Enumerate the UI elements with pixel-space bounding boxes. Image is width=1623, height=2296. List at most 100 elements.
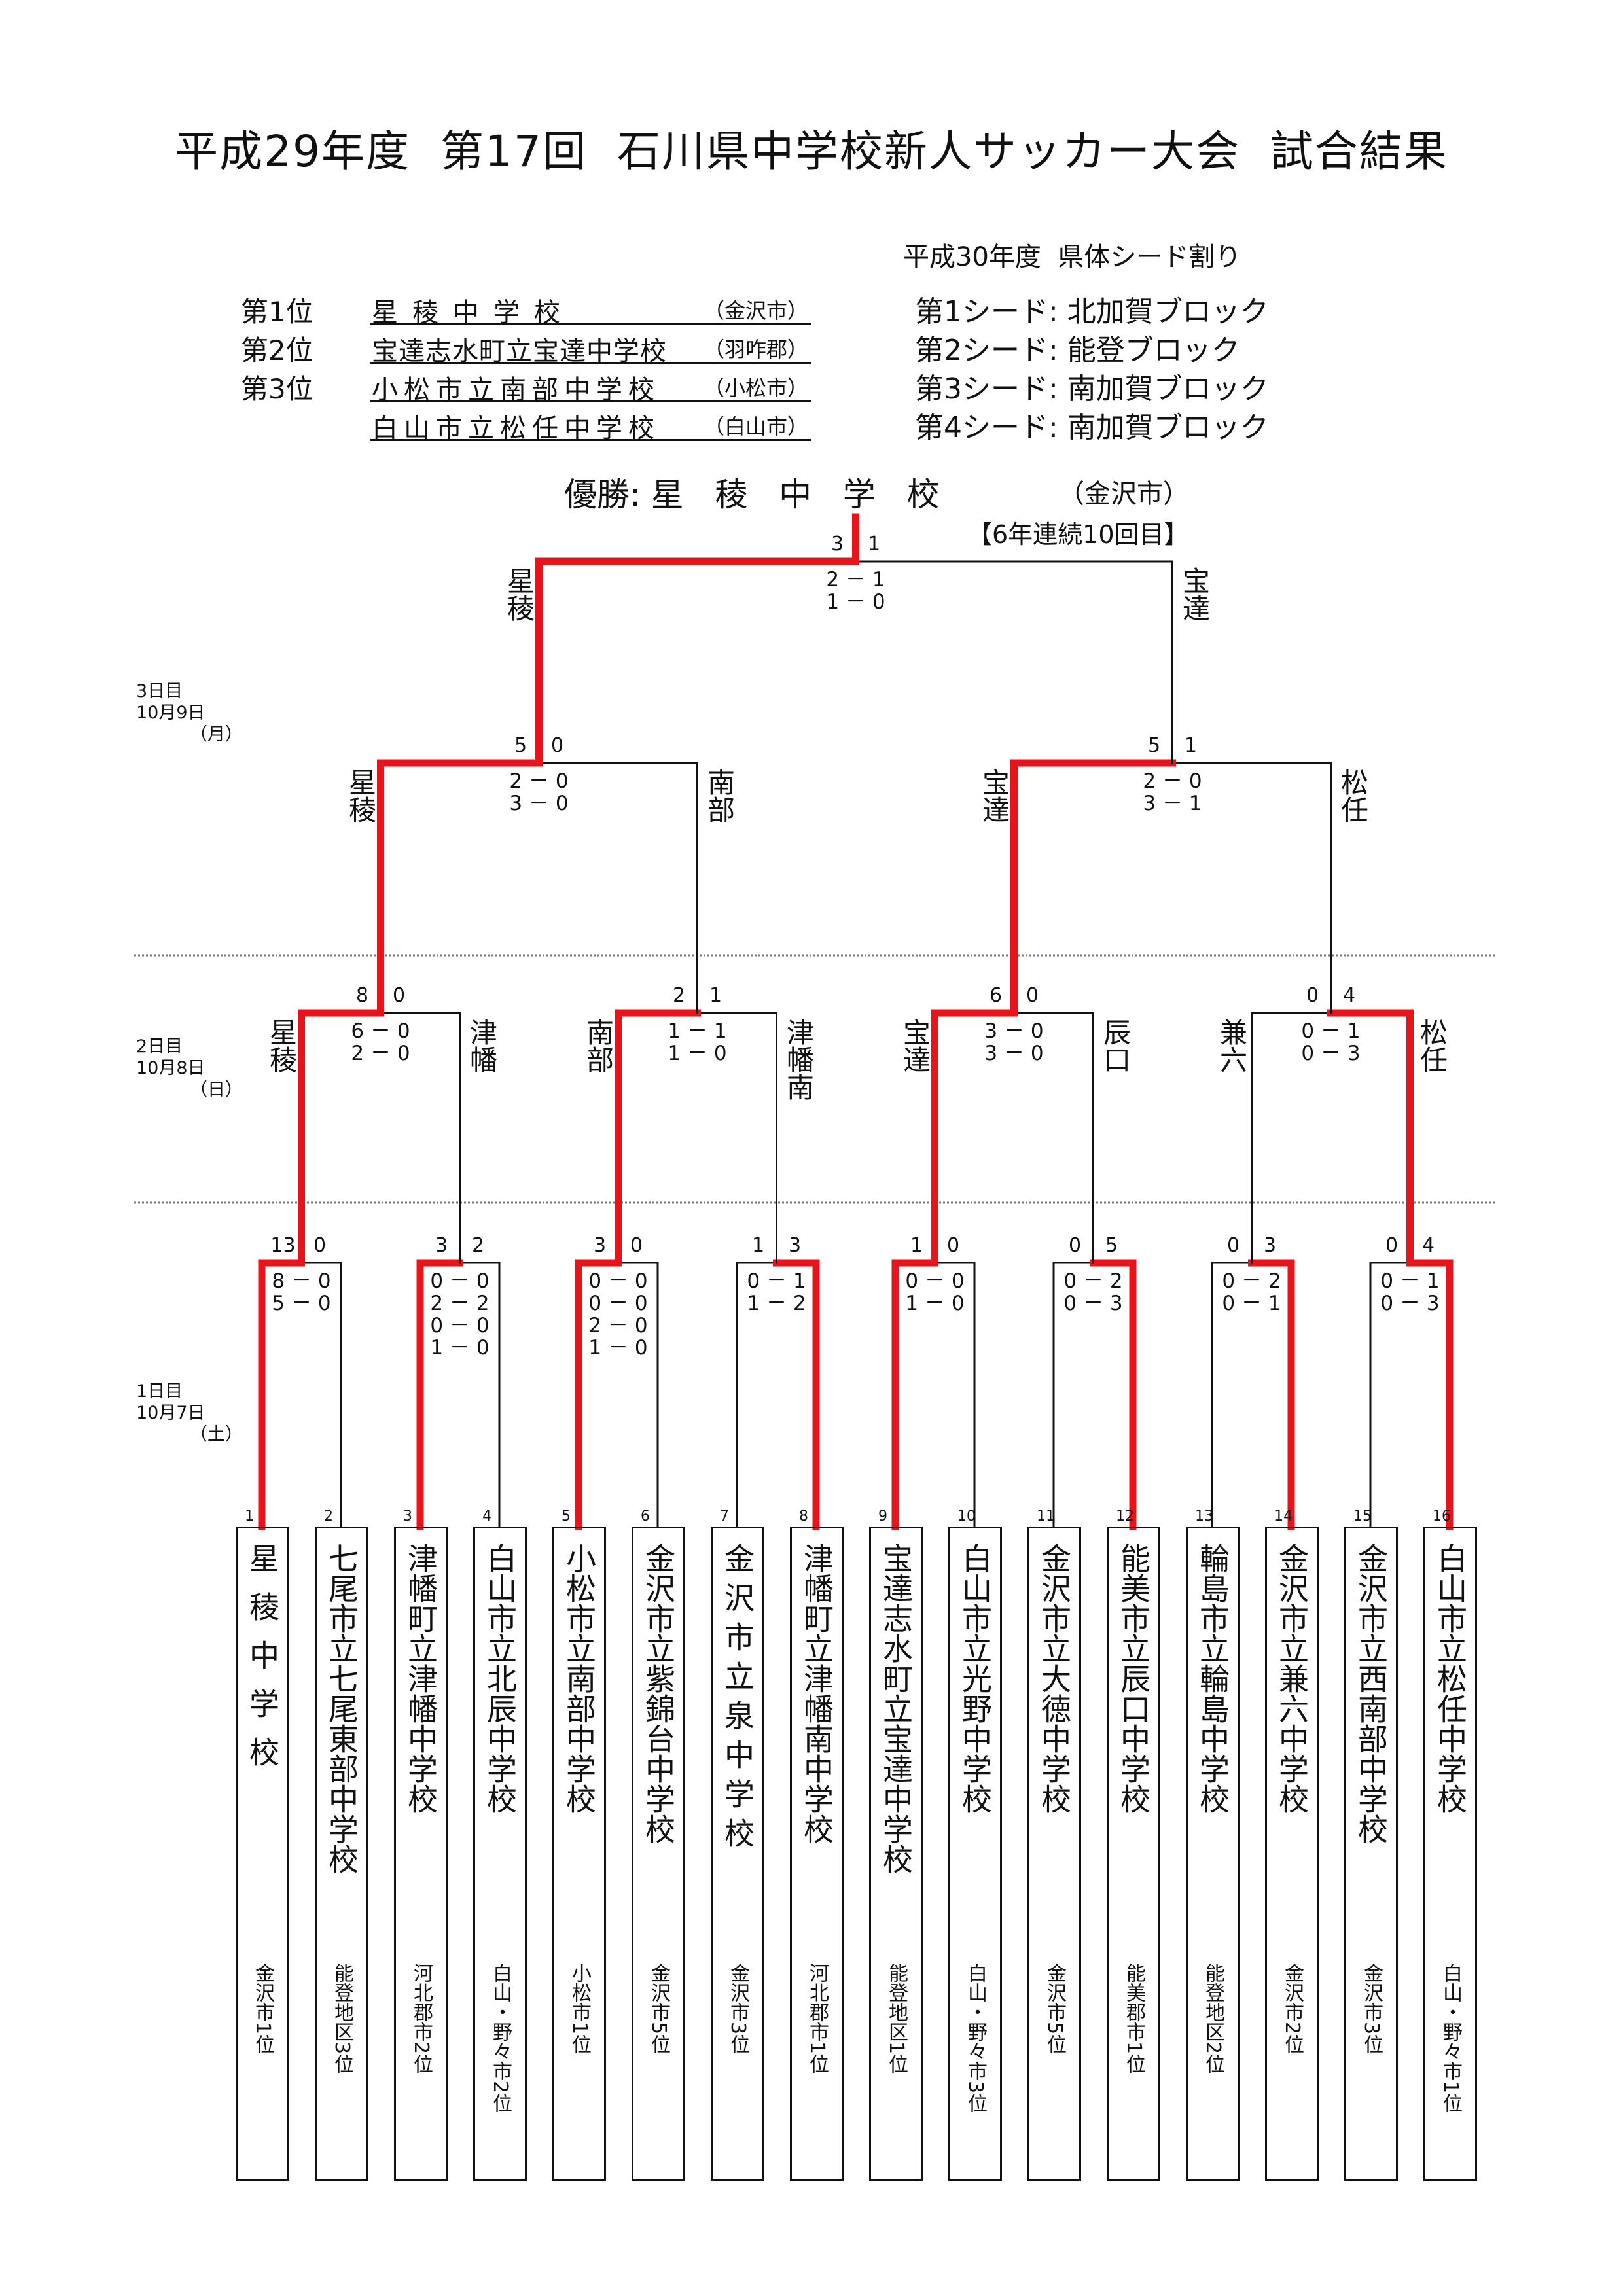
team-number: 15: [1353, 1508, 1372, 1525]
r1-1-score-a: 13: [270, 1234, 296, 1257]
team-number: 5: [562, 1508, 571, 1525]
r1-2-score-b: 2: [471, 1234, 485, 1257]
seed-item: 第4シード: 南加賀ブロック: [915, 411, 1269, 444]
school-name: 金沢市立大徳中学校: [1037, 1543, 1072, 1814]
r2-1-score-b: 0: [392, 984, 406, 1007]
r3-1-period-score: 2 － 0: [509, 769, 569, 793]
school-box: 津幡町立津幡南中学校河北郡市1位: [790, 1527, 844, 2181]
r1-2-period-score: 2 － 2: [430, 1292, 490, 1315]
r2-4-period-score: 0 － 3: [1301, 1042, 1361, 1065]
r1-1-score-b: 0: [313, 1234, 327, 1257]
school-name: 金沢市立兼六中学校: [1274, 1543, 1310, 1814]
r2-3-team-right: 辰口: [1099, 1018, 1132, 1073]
r3-2-period-score: 3 － 1: [1143, 792, 1202, 815]
r2-1-period-score: 2 － 0: [351, 1042, 410, 1065]
r2-2-period-score: 1 － 1: [668, 1019, 727, 1043]
r2-3-period-score: 3 － 0: [984, 1019, 1044, 1043]
school-name: 星稜中学校: [245, 1543, 280, 1785]
r2-3-period-score: 3 － 0: [984, 1042, 1044, 1065]
r2-2-team-right: 津幡南: [782, 1018, 815, 1101]
team-number: 13: [1195, 1508, 1213, 1525]
r1-3-score-a: 3: [593, 1234, 607, 1257]
school-box: 能美市立辰口中学校能美郡市1位: [1107, 1527, 1160, 2181]
team-number: 10: [957, 1508, 976, 1525]
school-rank: 白山・野々市1位: [1439, 1963, 1462, 2113]
school-box: 金沢市立兼六中学校金沢市2位: [1265, 1527, 1319, 2181]
rank-school: 白山市立松任中学校: [372, 414, 660, 444]
rank-label: 第1位: [241, 296, 313, 328]
final-period-score: 2 － 1: [826, 568, 885, 592]
r1-2-score-a: 3: [435, 1234, 448, 1257]
winner-streak: 【6年連続10回目】: [967, 520, 1189, 549]
r2-1-team-left: 星稜: [265, 1018, 298, 1073]
school-box: 小松市立南部中学校小松市1位: [552, 1527, 606, 2181]
r1-5-period-score: 0 － 0: [905, 1269, 965, 1293]
r2-1-score-a: 8: [355, 984, 369, 1007]
r3-1-team-left: 星稜: [344, 768, 377, 823]
team-number: 16: [1433, 1508, 1451, 1525]
school-name: 宝達志水町立宝達中学校: [878, 1543, 914, 1874]
school-box: 金沢市立紫錦台中学校金沢市5位: [632, 1527, 685, 2181]
school-rank: 金沢市2位: [1281, 1963, 1304, 2055]
school-name: 輪島市立輪島中学校: [1195, 1543, 1230, 1814]
school-rank: 金沢市1位: [251, 1963, 274, 2055]
final-team-right: 宝達: [1178, 567, 1211, 622]
final-score-a: 3: [830, 533, 844, 556]
seed-item: 第1シード: 北加賀ブロック: [915, 295, 1269, 328]
r1-7-score-a: 0: [1226, 1234, 1240, 1257]
team-number: 1: [245, 1508, 254, 1525]
r2-3-score-a: 6: [989, 984, 1003, 1007]
school-box: 津幡町立津幡中学校河北郡市2位: [394, 1527, 448, 2181]
r1-2-period-score: 0 － 0: [430, 1269, 490, 1293]
school-rank: 金沢市5位: [1043, 1963, 1066, 2055]
final-score-b: 1: [867, 533, 881, 556]
school-name: 白山市立松任中学校: [1433, 1543, 1468, 1814]
r1-4-score-b: 3: [788, 1234, 802, 1257]
r2-3-score-b: 0: [1026, 984, 1039, 1007]
school-rank: 金沢市5位: [647, 1963, 670, 2055]
r2-4-score-a: 0: [1306, 984, 1319, 1007]
r1-4-period-score: 1 － 2: [747, 1292, 806, 1315]
school-name: 七尾市立七尾東部中学校: [324, 1543, 359, 1874]
r1-3-period-score: 0 － 0: [588, 1269, 648, 1293]
school-box: 宝達志水町立宝達中学校能登地区1位: [869, 1527, 923, 2181]
school-rank: 金沢市3位: [1360, 1963, 1383, 2055]
r1-1-period-score: 5 － 0: [272, 1292, 331, 1315]
school-rank: 能登地区3位: [330, 1963, 353, 2074]
school-name: 津幡町立津幡南中学校: [799, 1543, 834, 1844]
team-number: 14: [1274, 1508, 1293, 1525]
r2-3-team-left: 宝達: [899, 1018, 931, 1073]
rank-label: 第2位: [241, 334, 313, 366]
winner-label: 優勝: 星 稜 中 学 校: [564, 476, 940, 514]
school-box: 白山市立松任中学校白山・野々市1位: [1423, 1527, 1477, 2181]
school-name: 白山市立北辰中学校: [482, 1543, 518, 1814]
school-box: 白山市立光野中学校白山・野々市3位: [948, 1527, 1002, 2181]
r2-2-score-b: 1: [709, 984, 722, 1007]
final-team-left: 星稜: [503, 567, 535, 622]
seed-item: 第2シード: 能登ブロック: [915, 334, 1240, 367]
r2-4-period-score: 0 － 1: [1301, 1019, 1361, 1043]
school-box: 金沢市立泉中学校金沢市3位: [711, 1527, 764, 2181]
r1-6-period-score: 0 － 2: [1063, 1269, 1123, 1293]
rank-label: 第3位: [241, 373, 313, 405]
team-number: 8: [799, 1508, 808, 1525]
school-name: 白山市立光野中学校: [957, 1543, 993, 1814]
r2-2-score-a: 2: [672, 984, 686, 1007]
r2-1-team-right: 津幡: [465, 1018, 498, 1073]
school-rank: 河北郡市2位: [410, 1963, 433, 2074]
r1-7-period-score: 0 － 1: [1222, 1292, 1281, 1315]
rank-city: （小松市）: [704, 376, 809, 400]
r1-6-period-score: 0 － 3: [1063, 1292, 1123, 1315]
school-box: 金沢市立西南部中学校金沢市3位: [1344, 1527, 1398, 2181]
school-box: 輪島市立輪島中学校能登地区2位: [1186, 1527, 1240, 2181]
school-rank: 河北郡市1位: [806, 1963, 829, 2074]
team-number: 11: [1037, 1508, 1055, 1525]
school-name: 小松市立南部中学校: [562, 1543, 597, 1814]
rank-city: （金沢市）: [704, 298, 809, 323]
seed-heading: 平成30年度 県体シード割り: [903, 242, 1241, 272]
r2-4-score-b: 4: [1342, 984, 1356, 1007]
rank-school: 星稜中学校: [372, 298, 575, 328]
school-name: 金沢市立紫錦台中学校: [641, 1543, 676, 1844]
